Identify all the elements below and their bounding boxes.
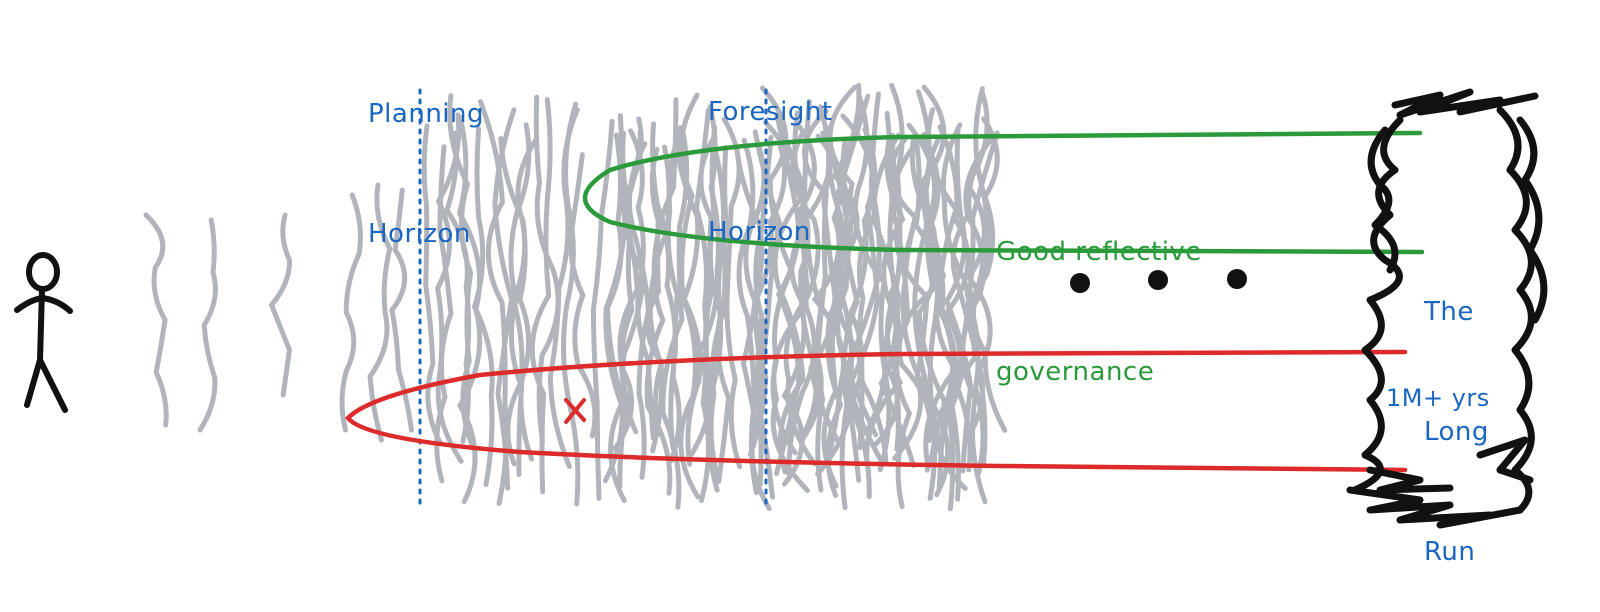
governance-label-line2: governance [996, 357, 1155, 387]
long-run-line2: Long [1424, 417, 1489, 447]
possibility-squiggles [143, 82, 1008, 512]
diagram-canvas [14, 82, 1548, 529]
foresight-label-line1: Foresight [708, 97, 833, 127]
stick-figure-icon [14, 252, 73, 413]
ellipsis-dots [1070, 269, 1247, 293]
long-run-line1: The [1424, 297, 1474, 327]
planning-label-line1: Planning [368, 99, 484, 129]
foresight-horizon-label: Foresight Horizon [708, 12, 833, 292]
good-governance-label: Good reflective governance [996, 152, 1202, 432]
failure-x-marker [564, 398, 586, 424]
planning-horizon-label: Planning Horizon [368, 14, 484, 294]
foresight-label-line2: Horizon [708, 217, 811, 247]
long-run-line3: Run [1424, 537, 1476, 567]
long-run-scribble [1346, 88, 1548, 529]
duration-label: 1M+ yrs [1386, 384, 1490, 412]
good-governance-path [582, 130, 1425, 255]
failure-path [345, 349, 1408, 473]
governance-label-line1: Good reflective [996, 237, 1202, 267]
planning-label-line2: Horizon [368, 219, 471, 249]
